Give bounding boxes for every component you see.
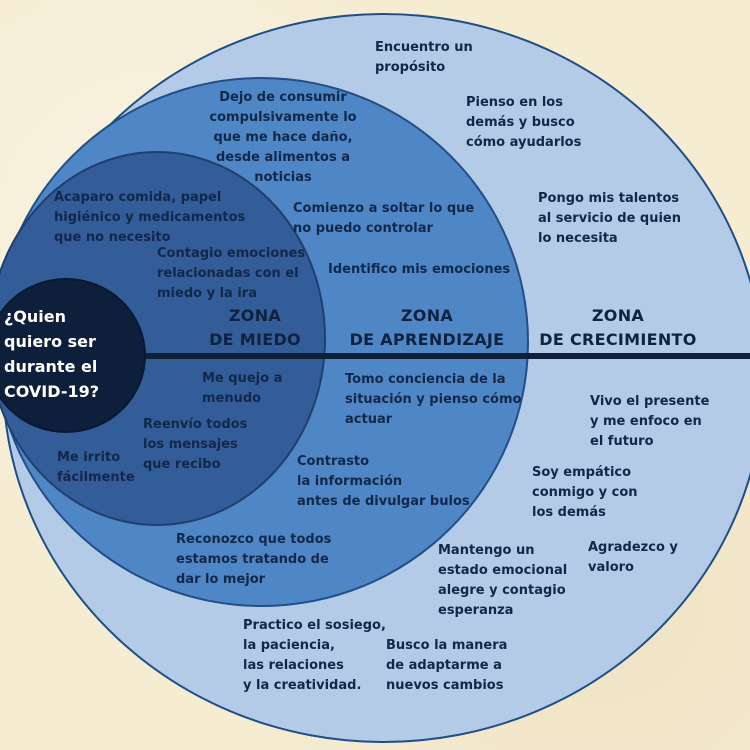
growth-item-calm: Practico el sosiego, la paciencia, las r…	[243, 618, 386, 693]
learning-item-emotions: Identifico mis emociones	[328, 262, 511, 277]
growth-item-empathy: Soy empático conmigo y con los demás	[532, 465, 638, 520]
growth-item-adapt: Busco la manera de adaptarme a nuevos ca…	[386, 638, 508, 693]
fear-item-complain: Me quejo a menudo	[202, 371, 283, 406]
growth-item-gratitude: Agradezco y valoro	[588, 540, 678, 575]
growth-item-purpose: Encuentro un propósito	[375, 40, 473, 75]
learning-item-recognize: Reconozco que todos estamos tratando de …	[176, 532, 332, 587]
learning-item-contrast: Contrasto la información antes de divulg…	[297, 454, 470, 509]
fear-item-irritate: Me irrito fácilmente	[57, 450, 135, 485]
zone-title-crecimiento: ZONA DE CRECIMIENTO	[539, 306, 697, 349]
center-question: ¿Quien quiero ser durante el COVID-19?	[4, 307, 100, 401]
fear-item-forward: Reenvío todos los mensajes que recibo	[143, 417, 248, 472]
fear-item-contagion: Contagio emociones relacionadas con el m…	[157, 246, 306, 301]
fear-item-hoarding: Acaparo comida, papel higiénico y medica…	[54, 190, 246, 245]
zone-title-aprendizaje: ZONA DE APRENDIZAJE	[349, 306, 505, 349]
growth-item-hope: Mantengo un estado emocional alegre y co…	[438, 543, 568, 618]
learning-item-consume: Dejo de consumir compulsivamente lo que …	[209, 90, 357, 185]
learning-item-awareness: Tomo conciencia de la situación y pienso…	[345, 372, 522, 427]
growth-item-others: Pienso en los demás y busco cómo ayudarl…	[466, 95, 582, 150]
center-circle	[0, 278, 146, 433]
growth-item-present: Vivo el presente y me enfoco en el futur…	[590, 394, 710, 449]
growth-item-talents: Pongo mis talentos al servicio de quien …	[538, 191, 682, 246]
horizontal-divider	[145, 353, 750, 359]
zone-title-miedo: ZONA DE MIEDO	[209, 306, 301, 349]
learning-item-let-go: Comienzo a soltar lo que no puedo contro…	[293, 201, 475, 236]
